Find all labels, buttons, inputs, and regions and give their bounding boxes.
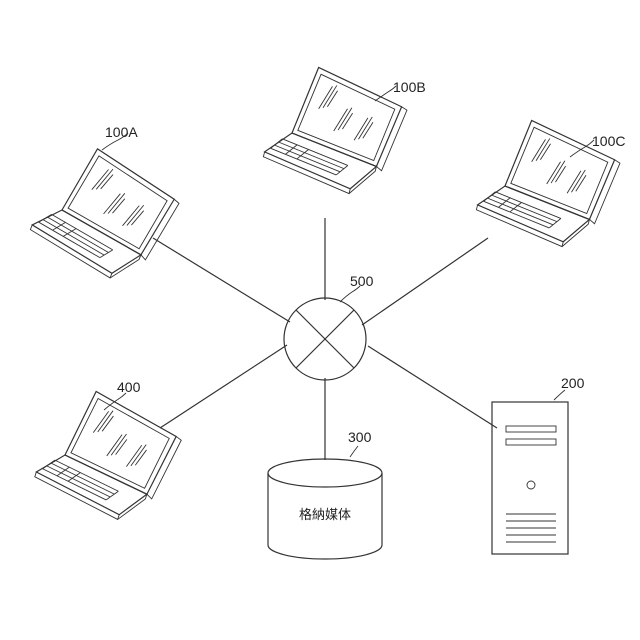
link-100c (362, 238, 488, 325)
link-100a (153, 238, 290, 322)
laptop-100a-icon (25, 137, 187, 292)
label-100a: 100A (105, 124, 138, 140)
label-200: 200 (561, 375, 585, 391)
label-100c: 100C (592, 133, 625, 149)
network-hub-500-icon (284, 298, 366, 380)
label-leaders (102, 86, 594, 457)
label-300: 300 (348, 429, 372, 445)
link-200 (368, 346, 497, 428)
server-200-icon (492, 402, 568, 554)
label-100b: 100B (393, 79, 426, 95)
laptop-100b-icon (260, 60, 412, 203)
label-400: 400 (117, 379, 141, 395)
link-400 (160, 345, 287, 428)
label-500: 500 (350, 273, 374, 289)
laptop-400-icon (30, 382, 187, 531)
storage-label: 格納媒体 (299, 507, 351, 523)
